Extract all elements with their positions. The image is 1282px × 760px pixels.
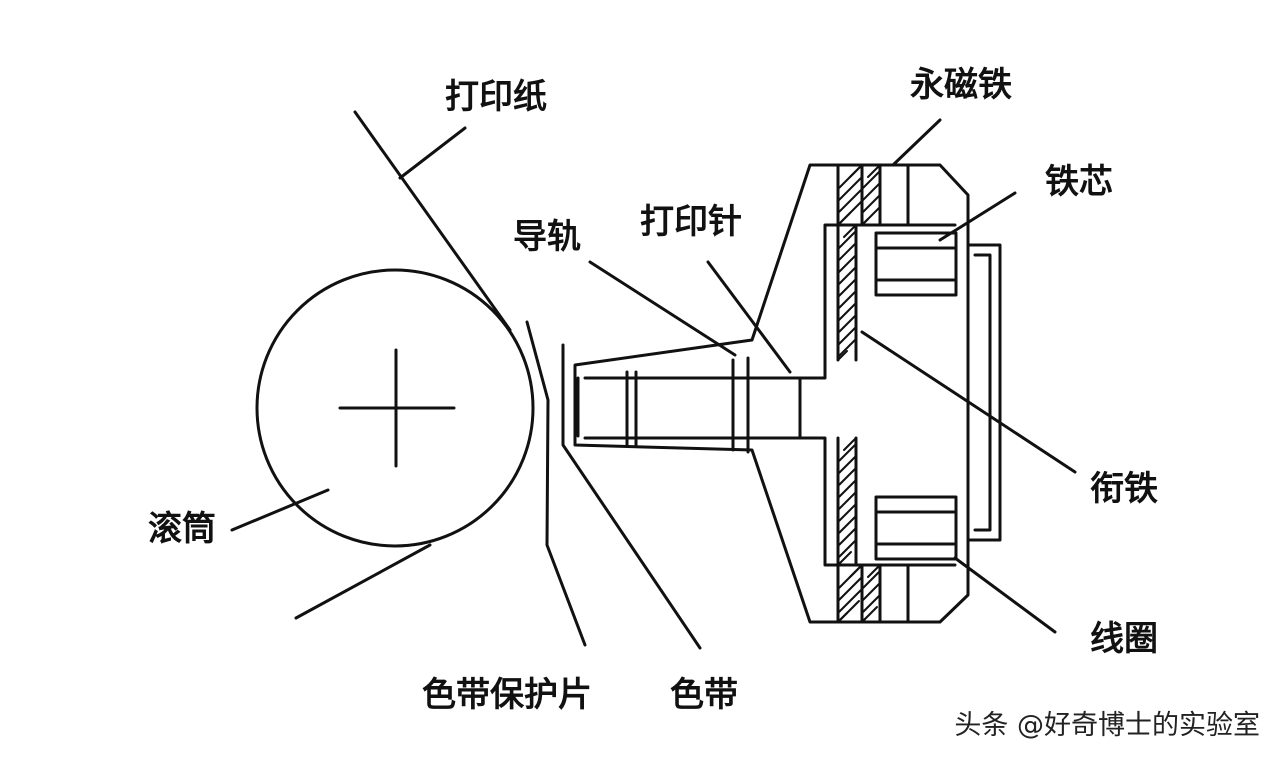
armature-bottom-hatch-stroke xyxy=(837,539,857,559)
armature-bottom-hatch-stroke xyxy=(837,563,840,566)
label-print-pin: 打印针 xyxy=(640,202,742,242)
leader-lines xyxy=(230,118,1077,634)
magnet-bottom-hatch-2-stroke xyxy=(861,582,881,602)
roller xyxy=(255,268,535,548)
armature-top-hatch-stroke xyxy=(837,242,857,262)
magnet-top-hatch-2-stroke xyxy=(861,218,869,226)
armature-bottom-hatch-stroke xyxy=(837,527,857,547)
magnet-top-hatch-stroke xyxy=(837,164,863,190)
magnet-bottom-hatch-stroke xyxy=(837,588,863,614)
ribbon xyxy=(561,343,702,650)
leader-print-pin xyxy=(706,260,792,374)
magnet-bottom-hatch-2-stroke xyxy=(867,564,881,578)
label-armature: 衔铁 xyxy=(1090,469,1158,509)
label-ribbon: 色带 xyxy=(670,675,738,715)
armature-top-hatch-stroke xyxy=(837,230,857,250)
label-coil: 线圈 xyxy=(1090,619,1158,659)
armature-top-hatch-stroke xyxy=(837,350,848,361)
label-print-paper: 打印纸 xyxy=(445,77,547,117)
magnet-top-hatch-2-stroke xyxy=(861,194,881,214)
label-iron-core: 铁芯 xyxy=(1045,162,1113,202)
paper-upper xyxy=(353,110,512,332)
label-roller: 滚筒 xyxy=(148,509,216,549)
leader-roller xyxy=(230,488,330,532)
armature-bottom-hatch-stroke xyxy=(837,551,852,566)
armature-top-hatch-stroke xyxy=(837,266,857,286)
armature-top-hatch-stroke xyxy=(837,314,857,334)
armature-upper-arm xyxy=(746,223,957,380)
leader-coil xyxy=(953,556,1057,634)
armature-top-hatch-stroke xyxy=(837,278,857,298)
rear-yoke-inner xyxy=(973,253,992,532)
watermark: 头条 @好奇博士的实验室 xyxy=(954,710,1260,741)
magnet-bottom-hatch-2-stroke xyxy=(861,570,881,590)
armature-top-hatch xyxy=(837,224,857,361)
magnet-bottom-hatch xyxy=(837,564,863,623)
armature-bottom-hatch-stroke xyxy=(837,467,857,487)
armature-top-hatch-stroke xyxy=(837,302,857,322)
magnet-bottom-hatch-2-stroke xyxy=(861,618,866,623)
roller-circle xyxy=(255,268,535,548)
armature-bottom-hatch-stroke xyxy=(837,491,857,511)
armature-top-hatch-stroke xyxy=(837,254,857,274)
core-top xyxy=(874,231,958,297)
armature-top-hatch-stroke xyxy=(837,338,857,358)
leader-print-paper xyxy=(398,126,467,180)
magnet-top-hatch-2-stroke xyxy=(861,170,881,190)
rear-yoke xyxy=(966,243,1002,542)
armature-bottom-hatch-stroke xyxy=(843,437,857,451)
armature-bottom-hatch-stroke xyxy=(837,503,857,523)
magnet-bottom-hatch-2-stroke xyxy=(861,594,881,614)
label-ribbon-shield: 色带保护片 xyxy=(422,675,592,715)
core-bottom xyxy=(874,495,958,561)
armature-bottom-hatch xyxy=(837,437,857,566)
armature-top-hatch-stroke xyxy=(837,290,857,310)
magnet-top-hatch-2-stroke xyxy=(861,182,881,202)
print-head-body xyxy=(573,163,1002,624)
head-outline xyxy=(573,163,970,624)
magnet-top-hatch xyxy=(837,164,863,226)
magnet-top-hatch-stroke xyxy=(837,188,863,214)
armature-bottom-hatch-stroke xyxy=(837,455,857,475)
armature-top-hatch-stroke xyxy=(837,326,857,346)
leader-guide-rail xyxy=(588,260,737,357)
magnet-top-hatch-stroke xyxy=(837,176,863,202)
leader-permanent-magnet xyxy=(891,118,942,167)
magnet-bottom-hatch-2 xyxy=(861,564,881,623)
leader-armature xyxy=(860,330,1077,474)
armature-bottom-hatch-stroke xyxy=(837,479,857,499)
magnet-top-hatch-2-stroke xyxy=(867,164,881,178)
armature-bottom-hatch-stroke xyxy=(837,443,857,463)
magnet-bottom-hatch-stroke xyxy=(837,612,848,623)
label-permanent-magnet: 永磁铁 xyxy=(910,65,1012,105)
magnet-bottom-hatch-stroke xyxy=(837,564,863,590)
leader-iron-core xyxy=(938,191,1017,242)
armature-lower-arm xyxy=(746,436,957,567)
paper-lower xyxy=(294,543,432,620)
armature-bottom-hatch-stroke xyxy=(837,515,857,535)
magnet-top-hatch-stroke xyxy=(837,212,851,226)
label-guide-rail: 导轨 xyxy=(513,217,581,257)
ribbon-shield xyxy=(525,320,587,647)
magnet-top-hatch-2 xyxy=(861,164,881,226)
armature-top-hatch-stroke xyxy=(843,224,857,238)
magnet-bottom-hatch-stroke xyxy=(837,576,863,602)
